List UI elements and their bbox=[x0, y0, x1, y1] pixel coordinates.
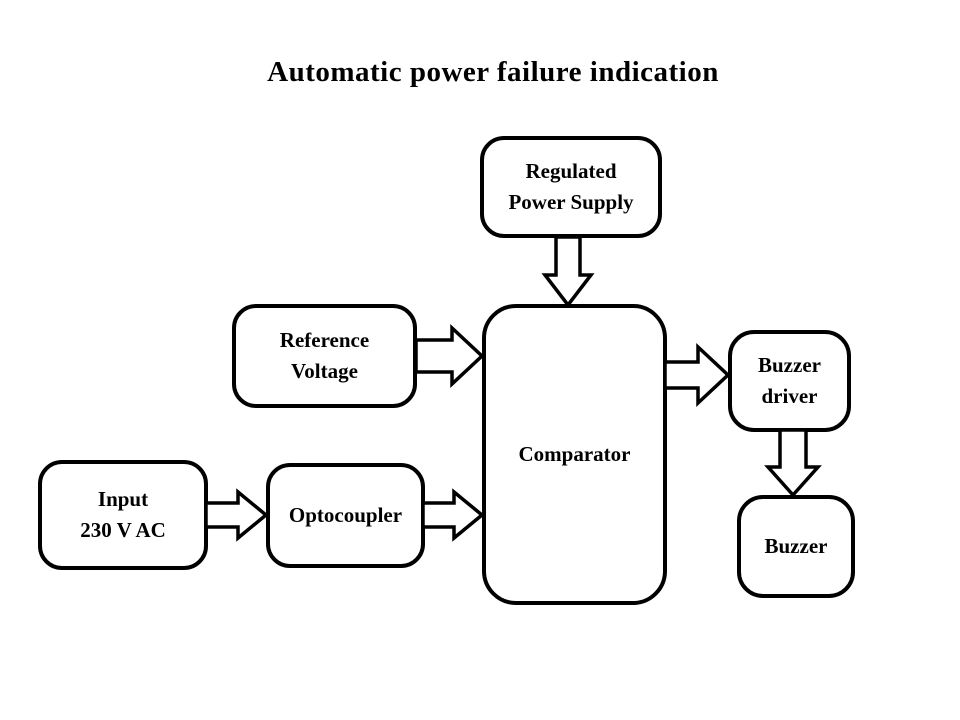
node-label-buzzer: Buzzer bbox=[764, 533, 828, 558]
node-regulated-power-supply: Regulated Power Supply bbox=[480, 136, 662, 238]
node-label-buzzer-driver: Buzzer driver bbox=[758, 352, 821, 409]
diagram-title: Automatic power failure indication bbox=[267, 56, 719, 88]
node-label-comparator: Comparator bbox=[518, 441, 631, 466]
node-label-regulated-power-supply: Regulated Power Supply bbox=[508, 158, 634, 215]
node-label-input-230v-ac: Input 230 V AC bbox=[80, 486, 166, 543]
node-label-reference-voltage: Reference Voltage bbox=[279, 327, 370, 384]
node-input-230v-ac: Input 230 V AC bbox=[38, 460, 208, 570]
arrow-input-to-optocoupler-icon bbox=[204, 488, 269, 542]
arrow-reference-voltage-to-comparator-icon bbox=[414, 323, 485, 389]
arrow-buzzer-driver-to-buzzer-icon bbox=[764, 428, 822, 498]
node-reference-voltage: Reference Voltage bbox=[232, 304, 417, 408]
node-buzzer-driver: Buzzer driver bbox=[728, 330, 851, 432]
node-label-optocoupler: Optocoupler bbox=[288, 502, 403, 527]
node-buzzer: Buzzer bbox=[737, 495, 855, 598]
arrow-regulated-power-supply-to-comparator-icon bbox=[541, 235, 595, 308]
arrow-optocoupler-to-comparator-icon bbox=[421, 488, 485, 542]
node-comparator: Comparator bbox=[482, 304, 667, 605]
node-optocoupler: Optocoupler bbox=[266, 463, 425, 568]
arrow-comparator-to-buzzer-driver-icon bbox=[663, 342, 731, 408]
